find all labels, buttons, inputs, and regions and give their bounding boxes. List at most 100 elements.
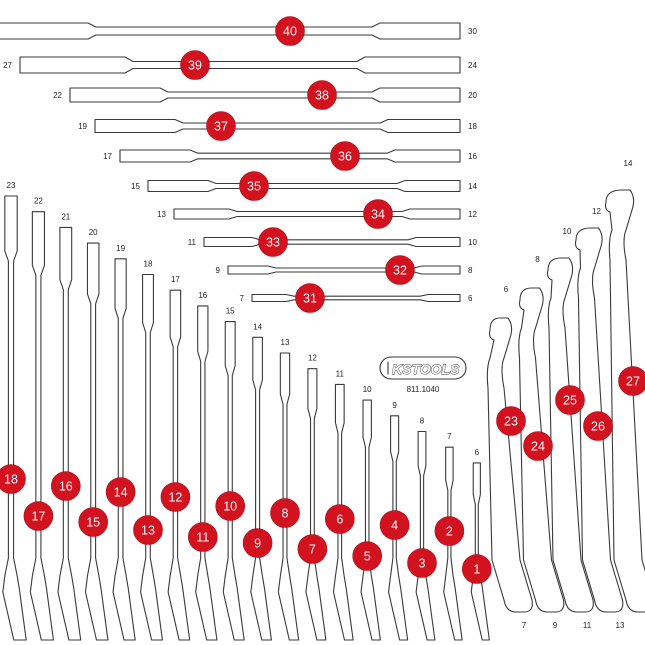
tool-badge-number: 39 [188, 59, 202, 73]
tool-badge: 25 [555, 385, 585, 415]
size-label-left: 17 [103, 152, 112, 161]
tool-badge-circle [180, 50, 210, 80]
tool-badge: 18 [0, 464, 26, 494]
tool-badge-number: 14 [114, 486, 128, 500]
size-label-bottom: 7 [522, 621, 527, 630]
tool-badge: 26 [583, 411, 613, 441]
tool-badge: 23 [496, 406, 526, 436]
tool-badge: 11 [188, 522, 218, 552]
tool-badge-number: 32 [393, 264, 407, 278]
tool-badge-number: 13 [141, 524, 155, 538]
tool-badge: 37 [206, 111, 236, 141]
tool-badge-number: 2 [446, 525, 453, 539]
tool-badge-number: 15 [86, 516, 100, 530]
tool-badge: 4 [379, 510, 410, 540]
vertical-wrench-outline [388, 415, 409, 641]
tool-badge-circle [324, 504, 355, 534]
size-label: 11 [336, 369, 345, 378]
vertical-wrench-slot: 15 [222, 307, 245, 641]
tool-badge-circle [330, 141, 360, 171]
size-label-right: 8 [468, 266, 473, 275]
logo-text: KSTOOLS [392, 361, 460, 377]
tool-badge-circle [496, 406, 526, 436]
tool-badge-number: 34 [371, 208, 385, 222]
tool-badge: 10 [215, 491, 245, 521]
tool-badge-number: 1 [473, 563, 480, 577]
tool-badge: 7 [297, 534, 328, 564]
tool-badge-circle [385, 255, 415, 285]
vertical-wrench-outline [305, 368, 327, 641]
tool-badge-circle [270, 498, 300, 528]
vertical-wrench-slot: 21 [57, 212, 82, 641]
tool-badge-number: 25 [563, 394, 577, 408]
size-label: 13 [281, 338, 290, 347]
size-label-bottom: 9 [553, 621, 558, 630]
vertical-wrench-slot: 10 [360, 385, 381, 641]
tool-badge: 27 [618, 366, 645, 396]
tool-badge: 38 [307, 80, 337, 110]
size-label-left: 27 [3, 61, 12, 70]
tool-badge-number: 24 [531, 440, 545, 454]
size-label: 7 [447, 432, 452, 441]
tool-badge: 6 [324, 504, 355, 534]
tool-badge-circle [78, 507, 108, 537]
size-label-left: 7 [240, 294, 245, 303]
size-label-right: 20 [468, 91, 477, 100]
tool-badge: 34 [363, 199, 393, 229]
size-label-right: 10 [468, 238, 477, 247]
size-label-left: 19 [78, 122, 87, 131]
tool-badge-circle [461, 554, 492, 584]
size-label: 22 [34, 197, 43, 206]
vertical-wrench-outline [277, 352, 300, 641]
offset-wrench-outline [604, 189, 645, 613]
vertical-wrench-outline [112, 258, 136, 641]
tool-badge-circle [242, 528, 273, 558]
tool-badge-number: 35 [247, 180, 261, 194]
vertical-wrench-slot: 11 [332, 369, 354, 641]
offset-wrench-outline [546, 257, 594, 613]
tool-badge-circle [258, 227, 288, 257]
tool-badge-number: 10 [223, 500, 237, 514]
tool-badge-number: 26 [591, 420, 605, 434]
offset-wrench-outline [518, 287, 565, 613]
vertical-wrench-slot: 19 [112, 244, 136, 641]
offset-wrench-outline [574, 227, 624, 613]
tool-badge-circle [51, 471, 81, 501]
vertical-wrench-slot: 6 [470, 448, 490, 641]
vertical-wrench-outline [360, 399, 381, 641]
vertical-wrench-outline [2, 195, 27, 641]
tool-badge-circle [555, 385, 585, 415]
tool-badge: 15 [78, 507, 108, 537]
horizontal-wrench-outline [119, 149, 461, 163]
offset-wrench-slot: 67 [486, 285, 533, 630]
size-label-left: 9 [216, 266, 221, 275]
tool-badge-circle [523, 431, 553, 461]
tool-badge-number: 36 [338, 150, 352, 164]
tool-badge-number: 4 [391, 519, 398, 533]
horizontal-wrench-slot: 89 [216, 265, 473, 275]
tool-badge-circle [275, 16, 305, 46]
tool-badge-circle [188, 522, 218, 552]
size-label-bottom: 13 [616, 621, 625, 630]
tool-badge-number: 9 [254, 537, 261, 551]
offset-wrench-slot: 12 13 [574, 207, 625, 630]
tool-badge-circle [352, 541, 383, 571]
size-label: 15 [226, 307, 235, 316]
size-label-top: 12 [592, 207, 601, 216]
size-label: 23 [7, 181, 16, 190]
size-label-top: 14 [624, 159, 633, 168]
tool-badge-circle [583, 411, 613, 441]
tool-badge-number: 11 [196, 531, 209, 545]
size-label: 9 [392, 401, 397, 410]
size-label-top: 8 [535, 255, 540, 264]
size-label: 16 [198, 291, 207, 300]
